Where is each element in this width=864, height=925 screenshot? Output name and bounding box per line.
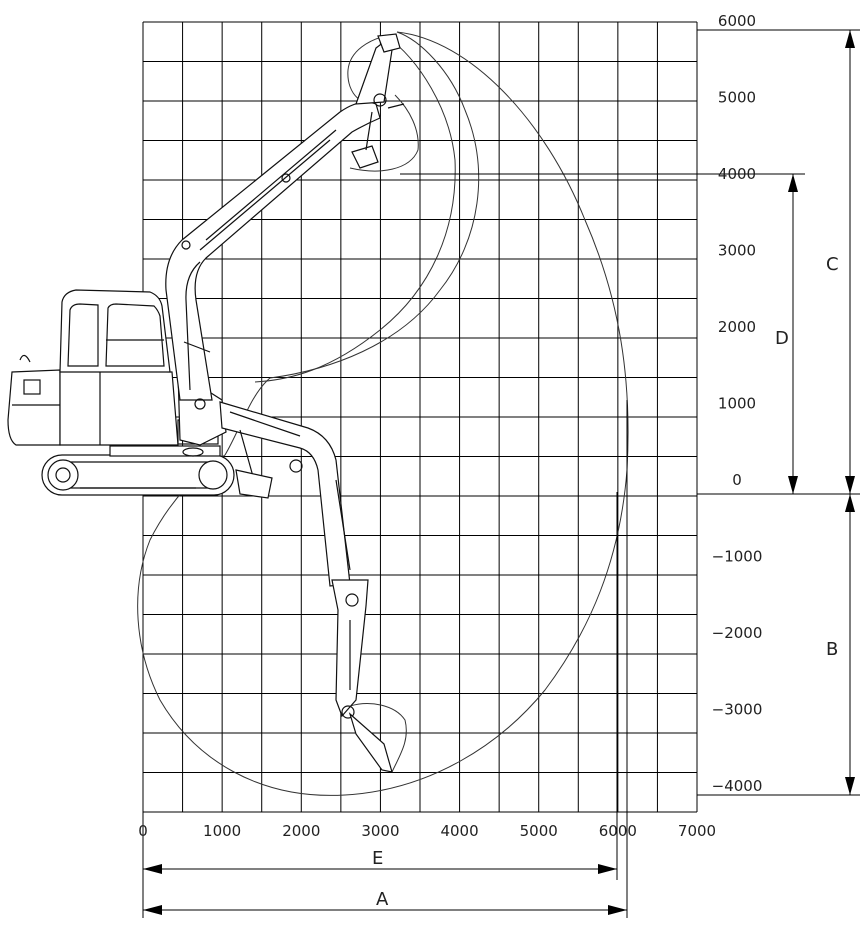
y-tick-label: 3000: [718, 242, 756, 260]
dozer-blade: [235, 469, 273, 499]
y-tick-label: 1000: [718, 395, 756, 413]
y-tick-label: −2000: [712, 624, 763, 642]
bucket-curl-envelope-lower: [349, 94, 419, 172]
x-tick-label: 1000: [203, 822, 241, 840]
grid: [142, 21, 698, 813]
x-tick-label: 4000: [440, 822, 478, 840]
boom-lowered: [219, 401, 351, 587]
dimension-label-c: C: [826, 254, 839, 275]
bucket-raised: [377, 33, 401, 53]
sprocket-wheel: [198, 460, 228, 490]
bucket-lowered: [348, 712, 393, 773]
dimension-label-b: B: [826, 639, 838, 660]
dimension-label-a: A: [376, 889, 389, 910]
y-tick-label: −4000: [712, 777, 763, 795]
x-tick-label: 7000: [678, 822, 716, 840]
low-bucket-envelope: [349, 703, 407, 773]
boom-raised: [165, 101, 381, 401]
y-tick-label: −1000: [712, 548, 763, 566]
max-reach-envelope: [137, 31, 629, 796]
bucket-curled: [351, 145, 379, 169]
counterweight: [7, 369, 61, 446]
y-axis-ticks: 6000 5000 4000 3000 2000 1000 0 −1000 −2000 −3000…: [712, 12, 763, 795]
x-tick-label: 2000: [282, 822, 320, 840]
y-tick-label: −3000: [712, 701, 763, 719]
x-tick-label: 0: [138, 822, 148, 840]
x-axis-ticks: 0 1000 2000 3000 4000 5000 6000 7000: [138, 822, 716, 840]
inner-reach-envelope: [254, 34, 456, 383]
cab: [59, 289, 171, 373]
y-tick-label: 4000: [718, 165, 756, 183]
x-tick-label: 3000: [361, 822, 399, 840]
excavator-side-view-icon: [7, 33, 405, 773]
dimension-label-e: E: [372, 848, 383, 869]
y-tick-label: 5000: [718, 89, 756, 107]
y-tick-label: 6000: [718, 12, 756, 30]
idler-wheel: [47, 459, 79, 491]
y-tick-label: 2000: [718, 318, 756, 336]
dimension-label-d: D: [775, 328, 789, 349]
y-tick-label: 0: [732, 471, 742, 489]
upper-structure: [59, 369, 179, 446]
x-tick-label: 5000: [520, 822, 558, 840]
dimension-lines: [142, 29, 860, 918]
undercarriage-frame: [109, 445, 221, 457]
x-tick-label: 6000: [599, 822, 637, 840]
